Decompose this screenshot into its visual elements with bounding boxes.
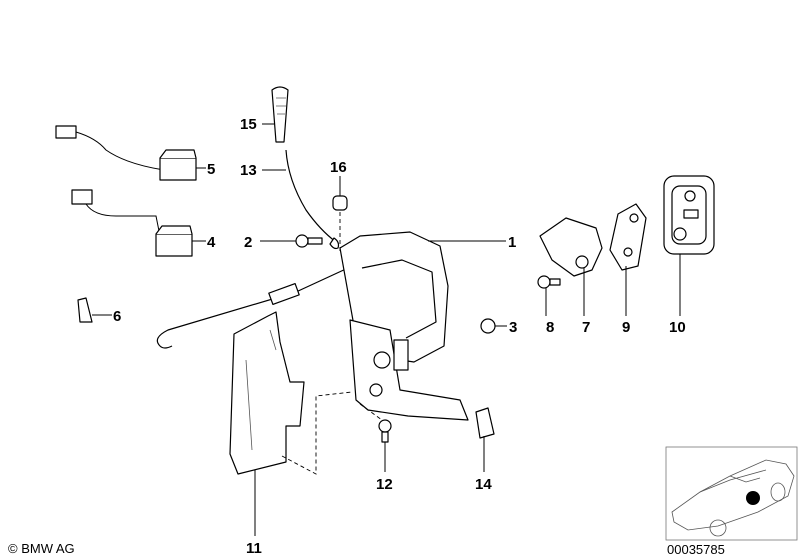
part-13-rod[interactable] — [285, 149, 340, 250]
part-11-cover[interactable] — [229, 311, 305, 475]
part-14-clip[interactable] — [475, 407, 495, 439]
car-outline-icon — [671, 459, 795, 537]
part-9-plate[interactable] — [609, 203, 647, 271]
part-7-striker[interactable] — [539, 217, 603, 277]
part-8-screw[interactable] — [537, 275, 561, 289]
callout-14: 14 — [475, 476, 492, 493]
image-number: 00035785 — [667, 542, 725, 557]
part-16-clip[interactable] — [332, 195, 348, 211]
callout-7: 7 — [582, 319, 590, 336]
part-6-clip[interactable] — [77, 297, 93, 323]
part-5-micro-switch[interactable] — [55, 125, 197, 181]
callout-3: 3 — [509, 319, 517, 336]
callout-8: 8 — [546, 319, 554, 336]
copyright: © BMW AG — [8, 541, 75, 556]
callout-11: 11 — [246, 540, 262, 557]
callout-4: 4 — [207, 234, 216, 251]
callout-2: 2 — [244, 234, 252, 251]
callout-9: 9 — [622, 319, 630, 336]
part-15-lock-button[interactable] — [271, 86, 289, 143]
callout-16: 16 — [330, 159, 347, 176]
part-2-screw[interactable] — [295, 234, 323, 248]
callout-13: 13 — [240, 162, 257, 179]
callout-5: 5 — [207, 161, 215, 178]
part-12-screw[interactable] — [378, 419, 392, 443]
callout-6: 6 — [113, 308, 121, 325]
location-marker — [746, 491, 760, 505]
callout-15: 15 — [240, 116, 257, 133]
bowden-cable[interactable] — [156, 267, 349, 349]
part-4-micro-switch[interactable] — [71, 189, 193, 257]
leader-lines — [92, 123, 681, 536]
vehicle-location-inset — [665, 446, 798, 541]
part-1-door-lock[interactable] — [339, 231, 469, 421]
callout-10: 10 — [669, 319, 686, 336]
callout-12: 12 — [376, 476, 393, 493]
part-3-bolt[interactable] — [480, 318, 496, 334]
callout-1: 1 — [508, 234, 516, 251]
part-10-gasket[interactable] — [663, 175, 715, 255]
